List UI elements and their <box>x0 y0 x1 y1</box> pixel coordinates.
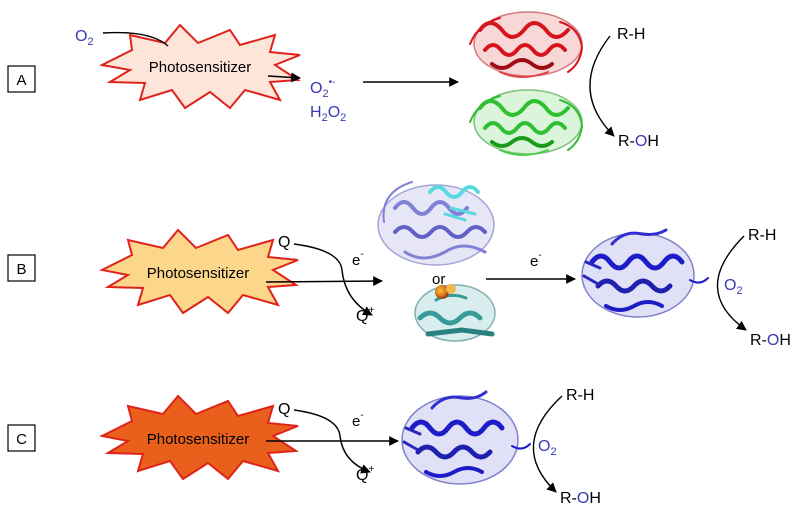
oxygen-label-b: O2 <box>724 277 743 297</box>
hydroxylation-arrow-b <box>716 235 747 331</box>
peroxide-label: H2O2 <box>310 104 346 124</box>
panel-label-box-c <box>7 424 36 452</box>
substrate-label-a: R-H <box>617 26 645 43</box>
panel-c: C Photosensitizer Q Q+ e- R-H O2 R-OH <box>7 387 601 507</box>
oxygen-label-c: O2 <box>538 438 557 458</box>
iron-sulfur-cluster-icon <box>435 285 449 299</box>
panel-label-box-b <box>7 254 36 282</box>
protein-ribbon-lavender-cyan-icon <box>377 181 495 266</box>
oxygen-input-a: O2 <box>75 28 94 48</box>
arrow-to-ros-a <box>267 72 301 83</box>
substrate-label-b: R-H <box>748 227 776 244</box>
hydroxylation-arrow-c <box>532 395 563 493</box>
or-label: or <box>432 271 445 288</box>
quencher-arrow-b <box>293 243 373 316</box>
product-label-c: R-OH <box>560 490 601 507</box>
superoxide-label: O2•- <box>310 77 335 100</box>
photosensitizer-burst-c <box>98 394 300 481</box>
oxidized-quencher-label-b: Q+ <box>356 305 374 325</box>
photosensitizer-label-b: Photosensitizer <box>147 265 250 282</box>
photosensitizer-label-c: Photosensitizer <box>147 431 250 448</box>
electron-label-b1: e- <box>352 249 364 269</box>
protein-ribbon-blue-icon <box>401 390 531 485</box>
electron-label-c: e- <box>352 410 364 430</box>
panel-a: A Photosensitizer O2 O2•- H2O2 <box>7 11 659 156</box>
product-label-b: R-OH <box>750 332 791 349</box>
hydroxylation-arrow-a <box>589 35 615 137</box>
substrate-label-c: R-H <box>566 387 594 404</box>
oxidized-quencher-label-c: Q+ <box>356 464 374 484</box>
panel-label-b: B <box>16 261 26 278</box>
protein-ribbon-green-icon <box>469 89 584 156</box>
quencher-label-c: Q <box>278 401 290 418</box>
panel-b: B Photosensitizer Q Q+ e- or <box>7 181 791 349</box>
electron-arrow-b1 <box>265 276 383 286</box>
panel-label-box-a <box>7 65 36 93</box>
oxygen-feed-line-a <box>102 31 169 47</box>
panel-label-c: C <box>16 431 27 448</box>
panel-label-a: A <box>16 72 26 89</box>
protein-ribbon-red-icon <box>469 11 584 78</box>
protein-ribbon-teal-iron-sulfur-icon <box>414 284 496 342</box>
photosensitizer-label-a: Photosensitizer <box>149 59 252 76</box>
photosensitizer-burst-b <box>98 228 300 315</box>
quencher-arrow-c <box>293 409 371 474</box>
electron-label-b2: e- <box>530 250 542 270</box>
product-label-a: R-OH <box>618 133 659 150</box>
protein-ribbon-blue-icon <box>581 228 709 318</box>
quencher-label-b: Q <box>278 234 290 251</box>
